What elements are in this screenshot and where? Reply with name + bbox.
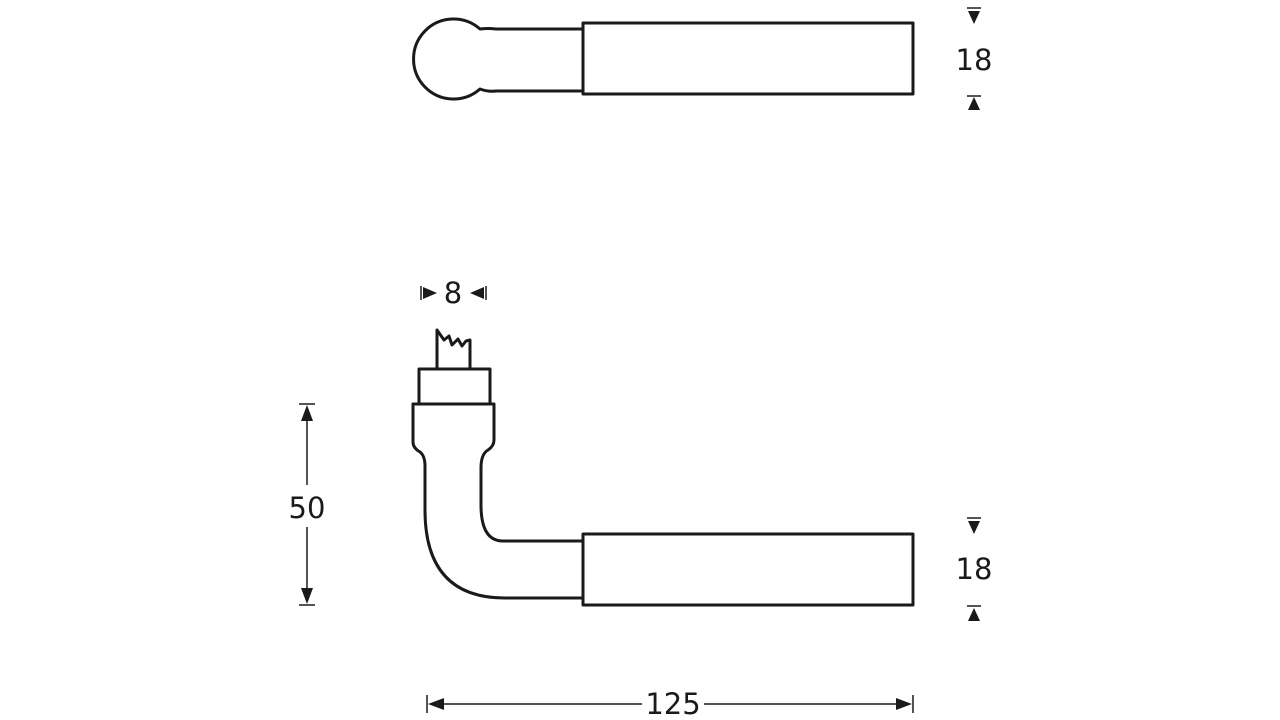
arrow-right-icon — [896, 698, 912, 710]
top-view-grip-bar — [581, 21, 915, 96]
arrow-up-icon — [301, 405, 313, 421]
spindle-width-label: 8 — [444, 276, 462, 310]
spindle-width-dimension: 8 — [420, 276, 487, 310]
arrow-down-icon — [968, 521, 980, 534]
arrow-left-icon — [428, 698, 444, 710]
spindle — [435, 328, 472, 371]
arrow-left-icon — [470, 287, 484, 299]
arrow-up-icon — [968, 97, 980, 110]
side-view-grip-bar — [581, 532, 915, 607]
side-thickness-dimension: 18 — [956, 517, 993, 621]
lever-neck-bend — [411, 402, 585, 600]
arrow-up-icon — [968, 608, 980, 621]
side-view — [411, 328, 915, 607]
arrow-down-icon — [968, 11, 980, 24]
spindle-collar — [417, 367, 492, 406]
side-thickness-label: 18 — [956, 552, 993, 586]
length-dimension: 125 — [426, 687, 914, 720]
height-label: 50 — [289, 491, 326, 525]
length-label: 125 — [645, 687, 700, 720]
top-thickness-dimension: 18 — [956, 7, 993, 110]
top-thickness-label: 18 — [956, 43, 993, 77]
arrow-down-icon — [301, 588, 313, 604]
arrow-right-icon — [423, 287, 437, 299]
height-dimension: 50 — [289, 403, 326, 606]
top-view-rose — [412, 17, 585, 101]
top-view — [412, 17, 915, 101]
